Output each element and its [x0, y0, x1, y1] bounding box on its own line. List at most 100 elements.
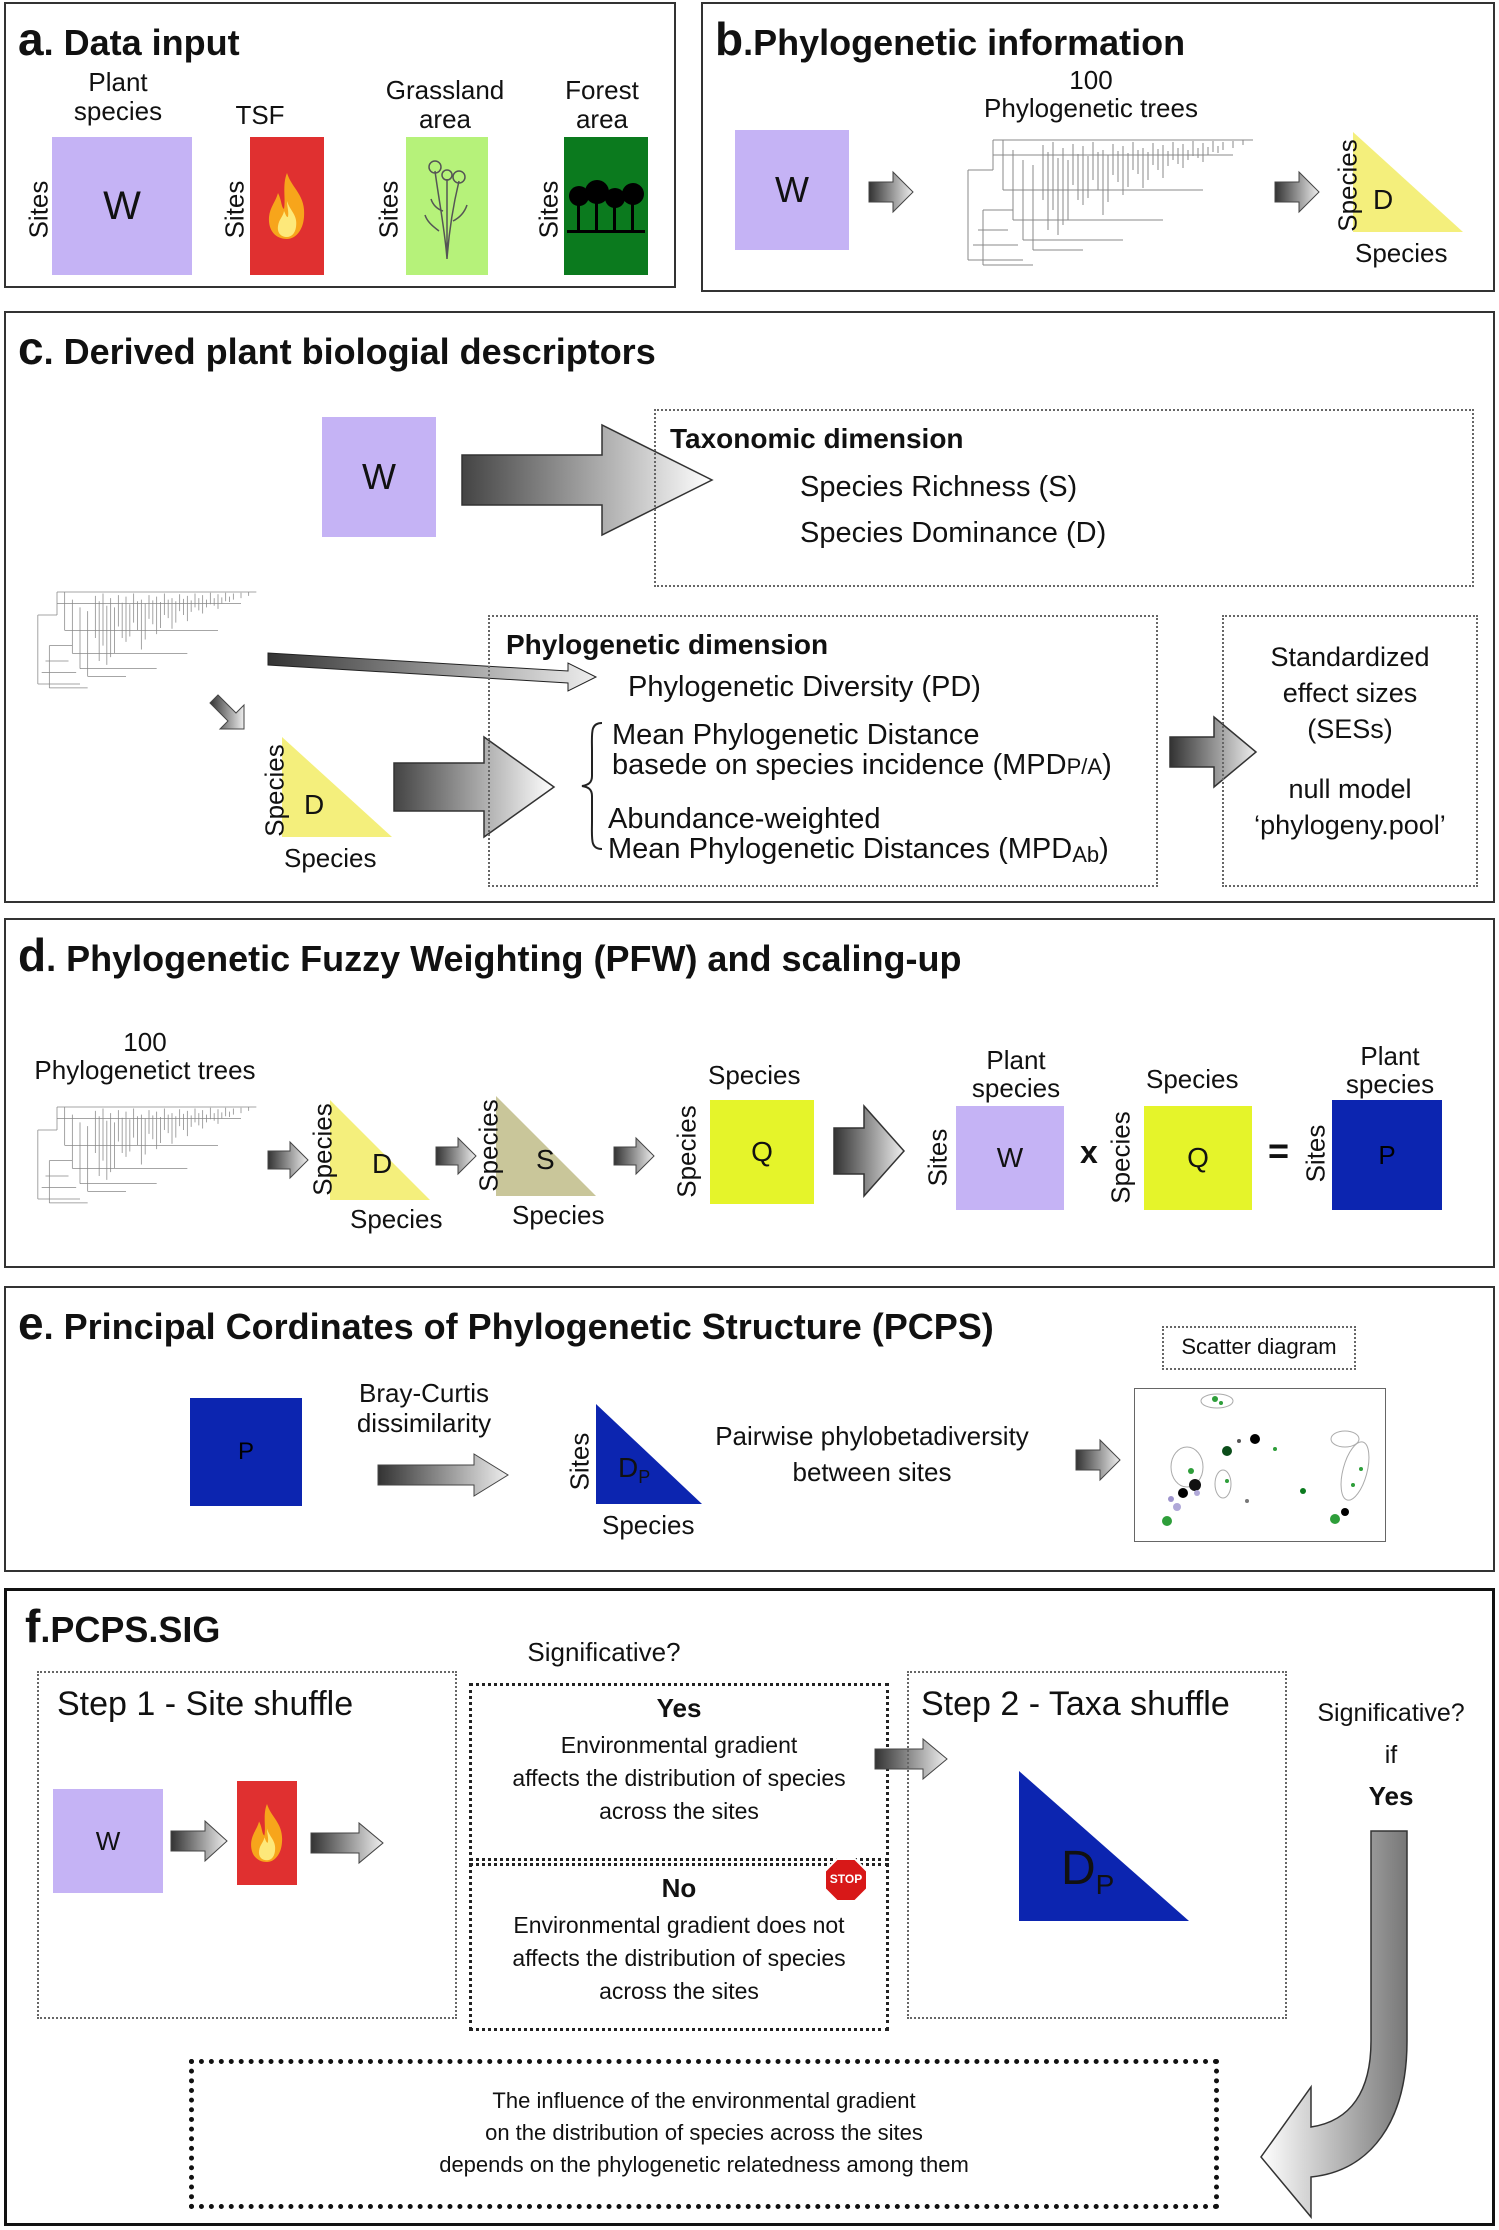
panel-letter: c: [18, 322, 44, 374]
trees-label: 100 Phylogenetict trees: [34, 1027, 256, 1085]
panel-title-text: .Phylogenetic information: [743, 22, 1186, 63]
species-label: Species: [259, 744, 290, 837]
scatter-label-box: [1162, 1326, 1356, 1370]
triangle-d: [330, 1100, 430, 1200]
conclusion-text: The influence of the environmental gradi…: [439, 2088, 969, 2177]
triangle-dp-label: DP: [1061, 1841, 1114, 1901]
conclusion-box: [189, 2059, 1219, 2209]
stop-icon: STOP: [823, 1857, 869, 1903]
triangle-d: [282, 737, 392, 837]
no-text: Environmental gradient does not affects …: [512, 1912, 846, 2004]
step2-box: [907, 1671, 1287, 2019]
thin-arrow: [267, 652, 598, 692]
mpd2-line2: Mean Phylogenetic Distances (MPDAb): [608, 833, 1109, 868]
panel-e: e. Principal Cordinates of Phylogenetic …: [4, 1286, 1495, 1572]
triangle-d: [1353, 132, 1463, 232]
panel-title-text: . Data input: [43, 22, 240, 63]
matrix-w-label: W: [996, 1142, 1024, 1173]
triangle-d-label: D: [1373, 184, 1394, 215]
scatter-label: Scatter diagram: [1181, 1334, 1337, 1359]
panel-f: f.PCPS.SIG Step 1 - Site shuffle W Signi…: [4, 1588, 1495, 2226]
panel-d: d. Phylogenetic Fuzzy Weighting (PFW) an…: [4, 918, 1495, 1268]
mpd2-line1: Abundance-weighted: [608, 803, 881, 835]
mpd2-close: ): [1099, 833, 1109, 865]
matrix-w: W: [735, 130, 849, 250]
panel-f-title: f.PCPS.SIG: [25, 1599, 220, 1653]
matrix-w-label: W: [362, 456, 396, 497]
forest-matrix: [564, 137, 648, 275]
arrow: [310, 1821, 384, 1865]
fire-matrix: [237, 1781, 297, 1885]
scatter-plot: [1162, 1393, 1370, 1526]
mpd1-line2: basede on species incidence (MPDP/A): [612, 749, 1112, 782]
phylogenetic-tree-icon: [37, 591, 257, 689]
panel-d-title: d. Phylogenetic Fuzzy Weighting (PFW) an…: [18, 928, 961, 982]
mpd1-close: ): [1102, 749, 1112, 781]
panel-c: c. Derived plant biologial descriptors W…: [4, 311, 1495, 903]
species-label: Species: [1332, 139, 1363, 232]
panel-letter: d: [18, 929, 47, 981]
ses-label: Standardized effect sizes (SESs): [1270, 642, 1430, 744]
phylogenetic-title: Phylogenetic dimension: [506, 629, 829, 660]
arrow: [613, 1136, 655, 1176]
matrix-q-label: Q: [1187, 1142, 1209, 1173]
tsf-label: TSF: [235, 100, 285, 130]
taxonomic-box: [654, 409, 1474, 587]
matrix-w: W: [53, 1789, 163, 1893]
significative-label: Significative?: [527, 1637, 681, 1667]
dominance-label: Species Dominance (D): [800, 517, 1107, 549]
pd-label: Phylogenetic Diversity (PD): [628, 671, 981, 703]
phylogenetic-box: [488, 615, 1158, 887]
if-label: if: [1384, 1741, 1398, 1769]
triangle-s-label: S: [536, 1144, 555, 1175]
fire-matrix: [250, 137, 324, 275]
arrow: [1169, 715, 1258, 789]
stop-text: STOP: [829, 1872, 863, 1886]
phylogenetic-tree-icon: [967, 139, 1254, 266]
arrow: [868, 170, 914, 214]
mpd1-line2-text: basede on species incidence (MPD: [612, 749, 1067, 781]
pairwise-label: Pairwise phylobetadiversity between site…: [715, 1421, 1029, 1487]
curved-arrow: [1260, 1830, 1408, 2220]
mpd1-sub: P/A: [1066, 754, 1103, 779]
panel-b: b.Phylogenetic information 100 Phylogene…: [701, 2, 1495, 292]
matrix-w-label: W: [95, 1825, 121, 1856]
plant-species-label: Plant species: [971, 1045, 1061, 1103]
matrix-w: W: [956, 1106, 1064, 1210]
panel-letter: a: [18, 13, 44, 65]
step1-box: [37, 1671, 457, 2019]
richness-label: Species Richness (S): [800, 471, 1078, 503]
ses-box: [1222, 615, 1478, 887]
matrix-p-label: P: [1378, 1139, 1396, 1170]
matrix-w: W: [52, 137, 192, 275]
equals-sign: =: [1268, 1130, 1290, 1171]
matrix-w: W: [322, 417, 436, 537]
step2-title: Step 2 - Taxa shuffle: [921, 1685, 1230, 1723]
arrow: [1274, 170, 1320, 214]
panel-title-text: . Phylogenetic Fuzzy Weighting (PFW) and…: [46, 938, 962, 979]
taxonomic-title: Taxonomic dimension: [670, 423, 964, 454]
panel-letter: e: [18, 1297, 44, 1349]
big-arrow: [393, 735, 556, 839]
species-label: Species: [512, 1200, 605, 1230]
arrow: [377, 1453, 509, 1497]
mpd2-sub: Ab: [1072, 842, 1100, 867]
panel-title-text: .PCPS.SIG: [40, 1609, 221, 1650]
matrix-p: P: [1332, 1100, 1442, 1210]
panel-b-title: b.Phylogenetic information: [715, 12, 1185, 66]
panel-letter: f: [25, 1600, 41, 1652]
sites-label: Sites: [23, 180, 54, 239]
yes-text: Environmental gradient affects the distr…: [512, 1732, 846, 1824]
species-label: Species: [1146, 1064, 1239, 1094]
panel-a-title: a. Data input: [18, 12, 240, 66]
grassland-matrix: [406, 137, 488, 275]
dp-main: D: [618, 1452, 639, 1483]
trees-label: 100 Phylogenetic trees: [984, 65, 1198, 123]
phylogenetic-tree-icon: [37, 1106, 257, 1204]
panel-title-text: . Principal Cordinates of Phylogenetic S…: [43, 1306, 994, 1347]
panel-letter: b: [715, 13, 744, 65]
triangle-dp-label: DP: [618, 1452, 650, 1488]
sites-label: Sites: [1300, 1124, 1331, 1183]
matrix-q: Q: [1144, 1106, 1252, 1210]
triangle-d-label: D: [304, 789, 325, 820]
